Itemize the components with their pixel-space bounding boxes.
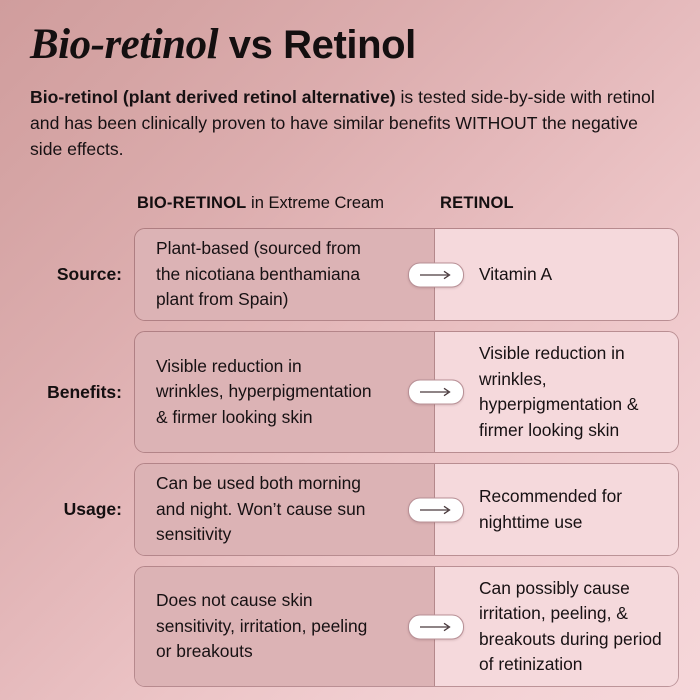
arrow-right-icon [408, 262, 464, 287]
cell-retinol-source: Vitamin A [435, 229, 678, 320]
table-row: Benefits: Visible reduction in wrinkles,… [0, 331, 700, 453]
arrow-right-icon [408, 497, 464, 522]
table-row: Source: Plant-based (sourced from the ni… [0, 228, 700, 321]
cell-retinol-benefits: Visible reduction in wrinkles, hyperpigm… [435, 332, 678, 452]
column-header-retinol: RETINOL [440, 192, 514, 214]
arrow-right-icon [408, 379, 464, 405]
page-title: Bio-retinol vs Retinol [30, 22, 680, 68]
cell-bio-retinol-source: Plant-based (sourced from the nicotiana … [135, 229, 435, 320]
row-label-source: Source: [56, 264, 122, 284]
cell-retinol-side-effects: Can possibly cause irritation, peeling, … [435, 567, 678, 686]
row-label-side-effects [0, 566, 122, 687]
table-row: Does not cause skin sensitivity, irritat… [0, 566, 700, 687]
row-card: Visible reduction in wrinkles, hyperpigm… [134, 331, 679, 453]
arrow-right-icon [408, 614, 464, 639]
cell-bio-retinol-side-effects: Does not cause skin sensitivity, irritat… [135, 567, 435, 686]
column-header-bio-retinol-bold: BIO-RETINOL [137, 194, 247, 212]
row-label-benefits: Benefits: [47, 381, 122, 402]
title-comparison: vs Retinol [218, 23, 417, 67]
column-headers: BIO-RETINOL in Extreme Cream RETINOL [0, 192, 700, 216]
column-header-bio-retinol-product: in Extreme Cream [246, 194, 384, 212]
title-brand: Bio-retinol [30, 21, 219, 68]
cell-retinol-usage: Recommended for nighttime use [435, 464, 678, 555]
header: Bio-retinol vs Retinol Bio-retinol (plan… [30, 22, 680, 162]
table-row: Usage: Can be used both morning and nigh… [0, 463, 700, 556]
subtitle: Bio-retinol (plant derived retinol alter… [30, 68, 670, 162]
subtitle-rest: is tested side-by-side with retinol and … [30, 87, 655, 159]
row-label-usage: Usage: [63, 499, 122, 519]
cell-bio-retinol-benefits: Visible reduction in wrinkles, hyperpigm… [135, 332, 435, 452]
row-card: Does not cause skin sensitivity, irritat… [134, 566, 679, 687]
cell-bio-retinol-usage: Can be used both morning and night. Won’… [135, 464, 435, 555]
column-header-retinol-bold: RETINOL [440, 194, 514, 212]
subtitle-strong: Bio-retinol (plant derived retinol alter… [30, 87, 396, 107]
row-card: Plant-based (sourced from the nicotiana … [134, 228, 679, 321]
comparison-rows: Source: Plant-based (sourced from the ni… [0, 228, 700, 697]
row-card: Can be used both morning and night. Won’… [134, 463, 679, 556]
column-header-bio-retinol: BIO-RETINOL in Extreme Cream [137, 192, 384, 214]
